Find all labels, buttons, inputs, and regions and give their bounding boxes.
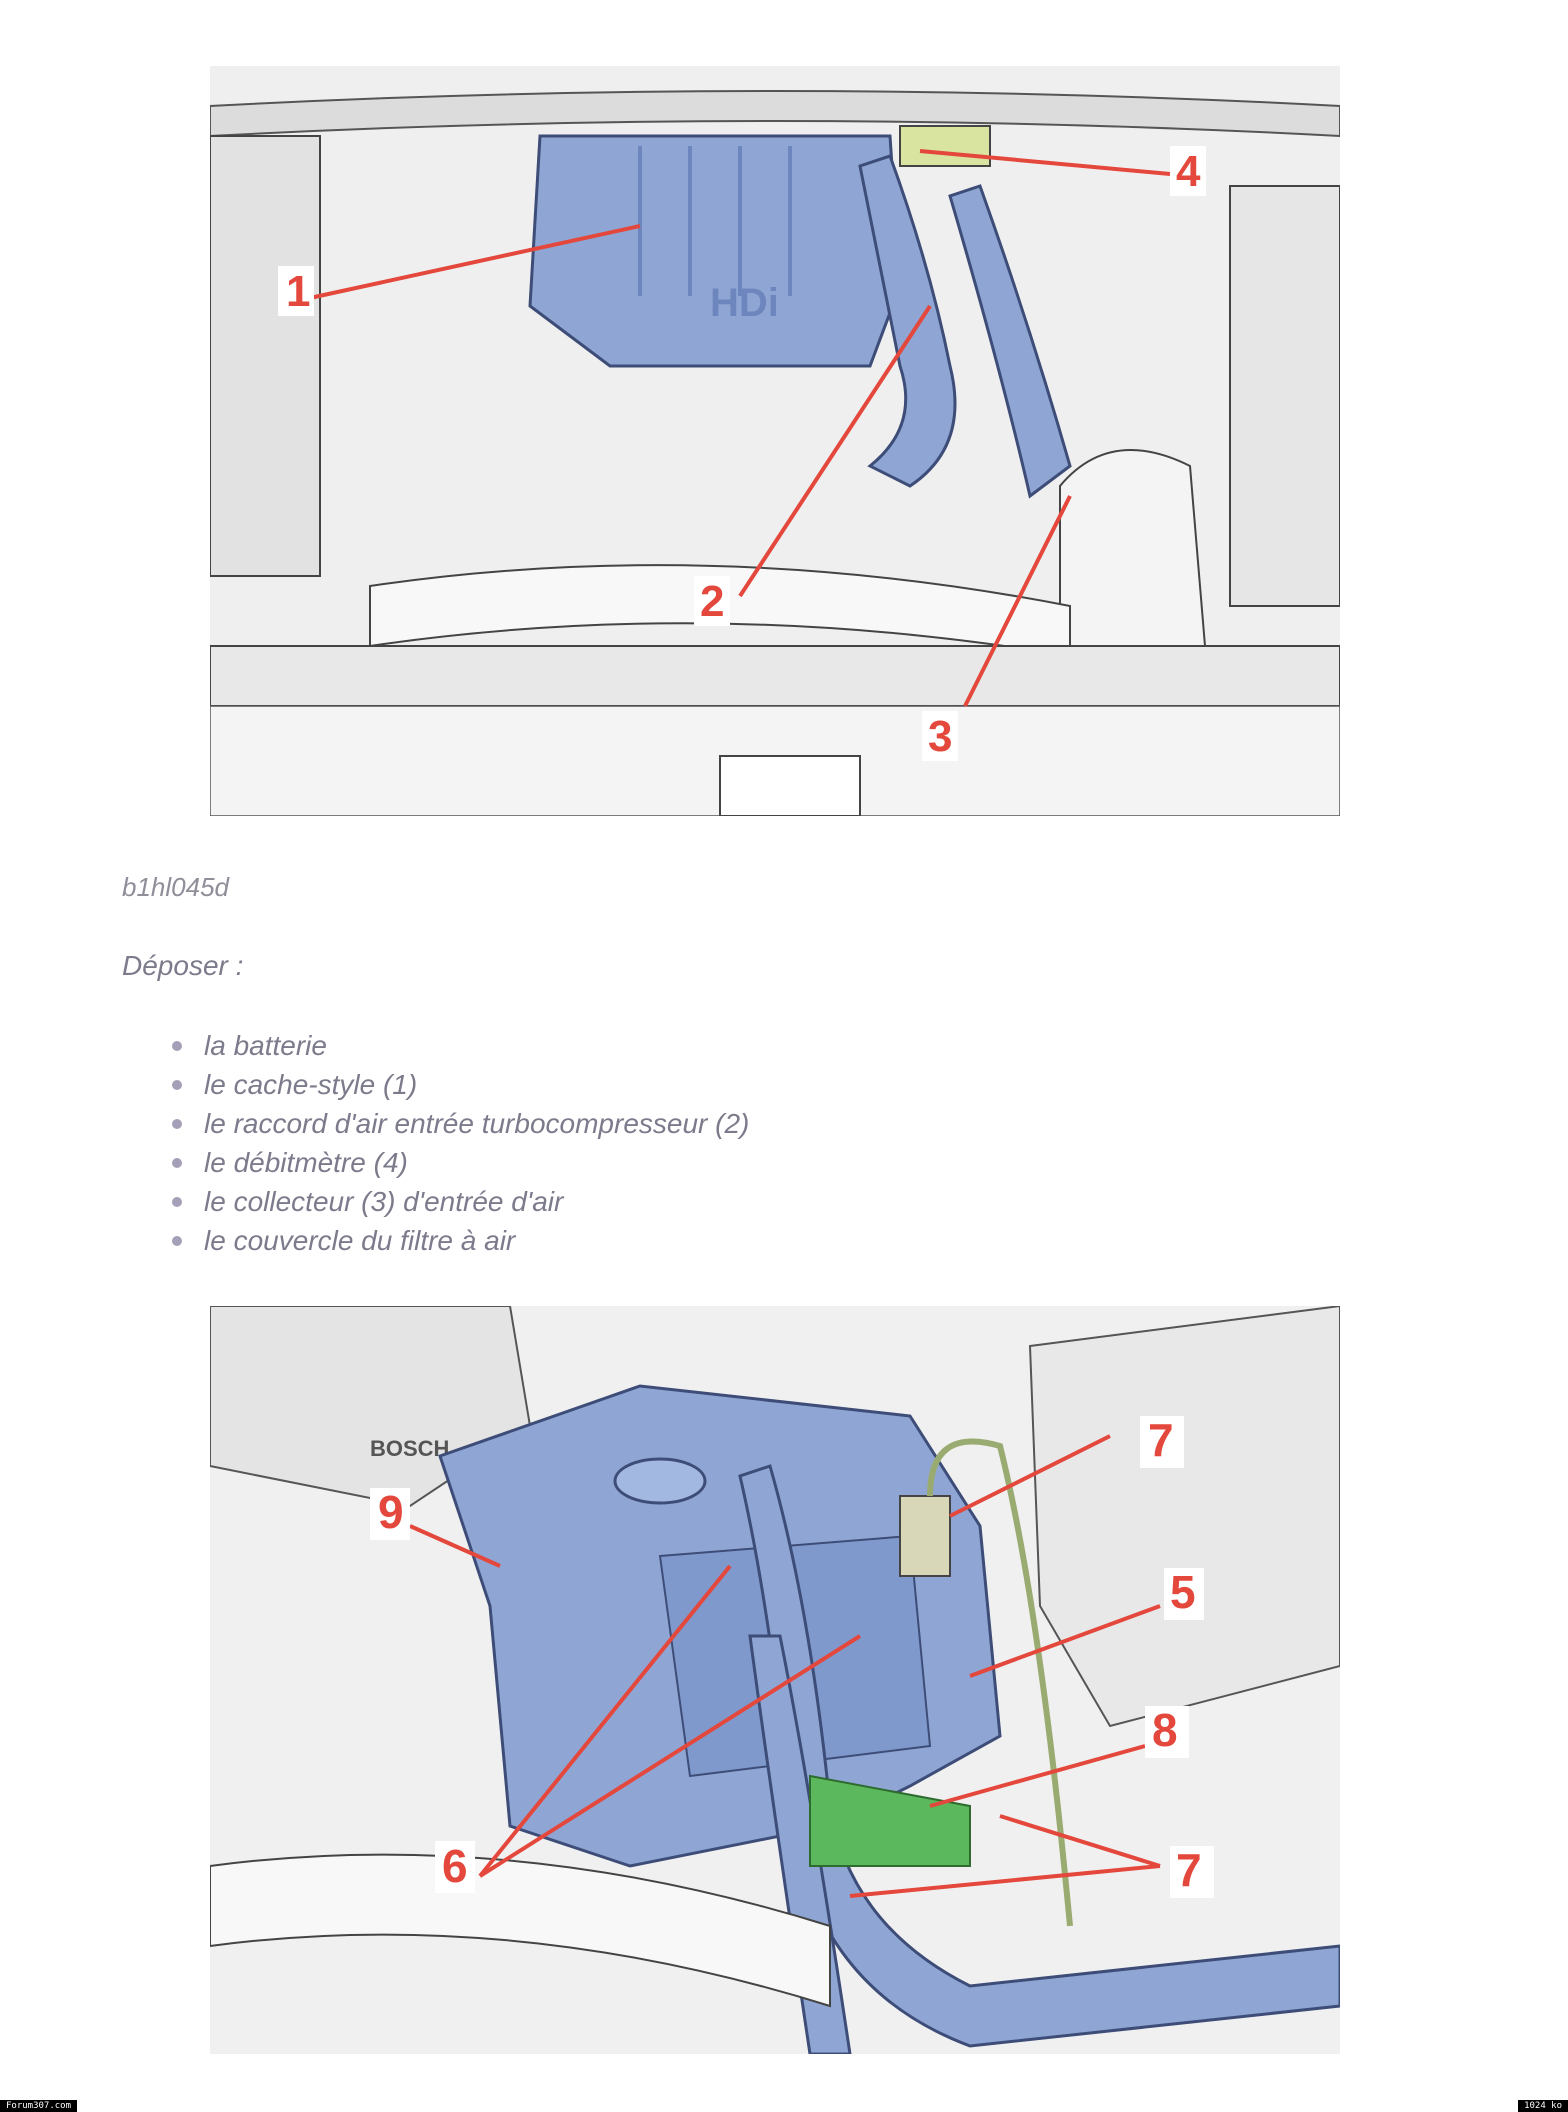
bosch-label: BOSCH	[370, 1436, 449, 1461]
list-item-text: le cache-style (1)	[204, 1069, 418, 1100]
removal-steps-list: la batterie le cache-style (1) le raccor…	[170, 1026, 749, 1260]
list-item: le cache-style (1)	[170, 1065, 749, 1104]
list-item: le couvercle du filtre à air	[170, 1221, 749, 1260]
callout-2: 2	[700, 577, 724, 626]
footer-file-size: 1024 ko	[1518, 2100, 1568, 2112]
bullet-icon	[172, 1041, 182, 1051]
footer-watermark: Forum307.com	[0, 2100, 78, 2112]
list-item-text: le collecteur (3) d'entrée d'air	[204, 1186, 564, 1217]
bullet-icon	[172, 1119, 182, 1129]
bullet-icon	[172, 1197, 182, 1207]
list-item: la batterie	[170, 1026, 749, 1065]
bullet-icon	[172, 1080, 182, 1090]
hdi-badge: HDi	[710, 281, 779, 325]
list-item-text: le débitmètre (4)	[204, 1147, 408, 1178]
bullet-icon	[172, 1158, 182, 1168]
list-item: le raccord d'air entrée turbocompresseur…	[170, 1104, 749, 1143]
list-item-text: le couvercle du filtre à air	[204, 1225, 516, 1256]
callout-8: 8	[1152, 1704, 1178, 1756]
list-item-text: le raccord d'air entrée turbocompresseur…	[204, 1108, 750, 1139]
callout-7-upper: 7	[1148, 1414, 1174, 1466]
fuel-filter-illustration: BOSCH 9 6 7 5 8 7	[210, 1306, 1340, 2054]
list-item: le débitmètre (4)	[170, 1143, 749, 1182]
callout-7-lower: 7	[1176, 1844, 1202, 1896]
callout-3: 3	[928, 712, 952, 761]
callout-6: 6	[442, 1840, 468, 1892]
callout-4: 4	[1176, 147, 1201, 196]
callout-1: 1	[286, 267, 310, 316]
list-item-text: la batterie	[204, 1030, 327, 1061]
engine-bay-illustration: HDi 1 2 3 4	[210, 66, 1340, 816]
list-item: le collecteur (3) d'entrée d'air	[170, 1182, 749, 1221]
callout-9: 9	[378, 1486, 404, 1538]
callout-5: 5	[1170, 1566, 1196, 1618]
bullet-icon	[172, 1236, 182, 1246]
instruction-heading: Déposer :	[122, 950, 244, 981]
figure-caption: b1hl045d	[122, 872, 229, 902]
